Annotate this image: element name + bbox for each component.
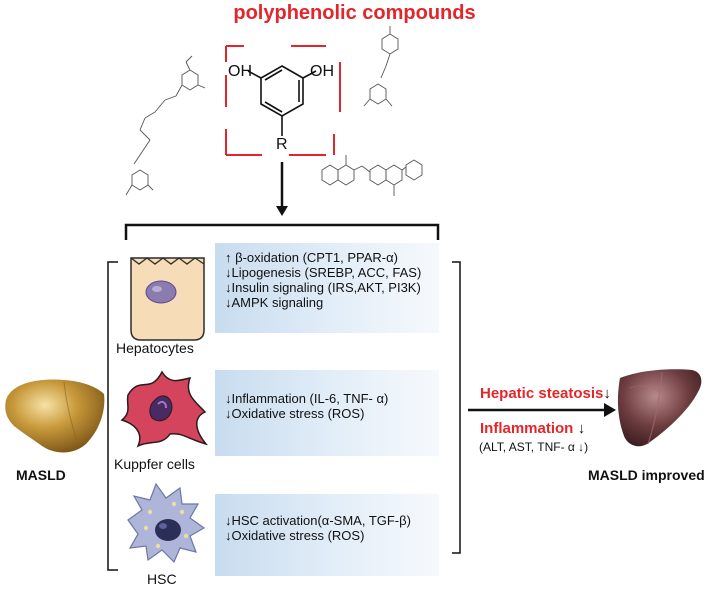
hsc-effects-box: ↓HSC activation(α-SMA, TGF-β) ↓Oxidative… — [215, 494, 439, 576]
hsc-effect-2: ↓Oxidative stress (ROS) — [225, 528, 365, 543]
hepatocyte-effect-2: ↓Lipogenesis (SREBP, ACC, FAS) — [225, 265, 422, 280]
hepatocyte-effect-3: ↓Insulin signaling (IRS,AKT, PI3K) — [225, 280, 421, 295]
curcumin-structure — [125, 55, 206, 196]
masld-improved-label: MASLD improved — [588, 467, 705, 483]
hepatocyte-cell-icon — [130, 257, 205, 341]
resveratrol-structure — [363, 26, 399, 107]
steatosis-text: Hepatic steatosis — [480, 385, 604, 402]
kupffer-effect-2: ↓Oxidative stress (ROS) — [225, 406, 365, 421]
hepatocyte-effects-box: ↑ β-oxidation (CPT1, PPAR-α) ↓Lipogenesi… — [215, 243, 439, 333]
kupffer-effect-1: ↓Inflammation (IL-6, TNF- α) — [225, 391, 389, 406]
left-bracket — [107, 261, 118, 571]
phenol-ring — [247, 65, 317, 136]
inflammation-outcome: Inflammation ↓ — [480, 420, 585, 438]
inflammation-text: Inflammation — [480, 420, 574, 437]
oh-right-label: OH — [310, 63, 334, 80]
diagram-title: polyphenolic compounds — [233, 2, 476, 24]
oh-left-label: OH — [228, 63, 252, 80]
down-arrow-head — [276, 206, 288, 216]
r-group-label: R — [276, 136, 288, 153]
right-arrow-head — [604, 403, 616, 417]
kupffer-effects-box: ↓Inflammation (IL-6, TNF- α) ↓Oxidative … — [215, 370, 439, 456]
hsc-label: HSC — [147, 571, 177, 587]
top-bracket — [124, 223, 440, 240]
flavonoid-structure — [321, 155, 423, 196]
masld-label: MASLD — [16, 467, 66, 483]
hepatocytes-label: Hepatocytes — [116, 340, 194, 356]
inflammation-arrow: ↓ — [577, 420, 586, 437]
core-structure-bracket — [225, 45, 341, 156]
kupffer-cell-icon — [120, 370, 209, 448]
hepatocyte-effect-4: ↓AMPK signaling — [225, 295, 324, 310]
improved-liver-icon — [617, 369, 702, 447]
kupffer-label: Kuppfer cells — [114, 456, 195, 472]
hsc-cell-icon — [127, 482, 206, 564]
right-bracket — [452, 261, 461, 554]
steatosis-outcome: Hepatic steatosis↓ — [480, 385, 611, 403]
hepatocyte-effect-1: ↑ β-oxidation (CPT1, PPAR-α) — [225, 250, 398, 265]
markers-text: (ALT, AST, TNF- α ↓) — [479, 440, 589, 454]
hsc-effect-1: ↓HSC activation(α-SMA, TGF-β) — [225, 513, 411, 528]
masld-liver-icon — [5, 379, 105, 453]
steatosis-arrow: ↓ — [603, 385, 611, 402]
